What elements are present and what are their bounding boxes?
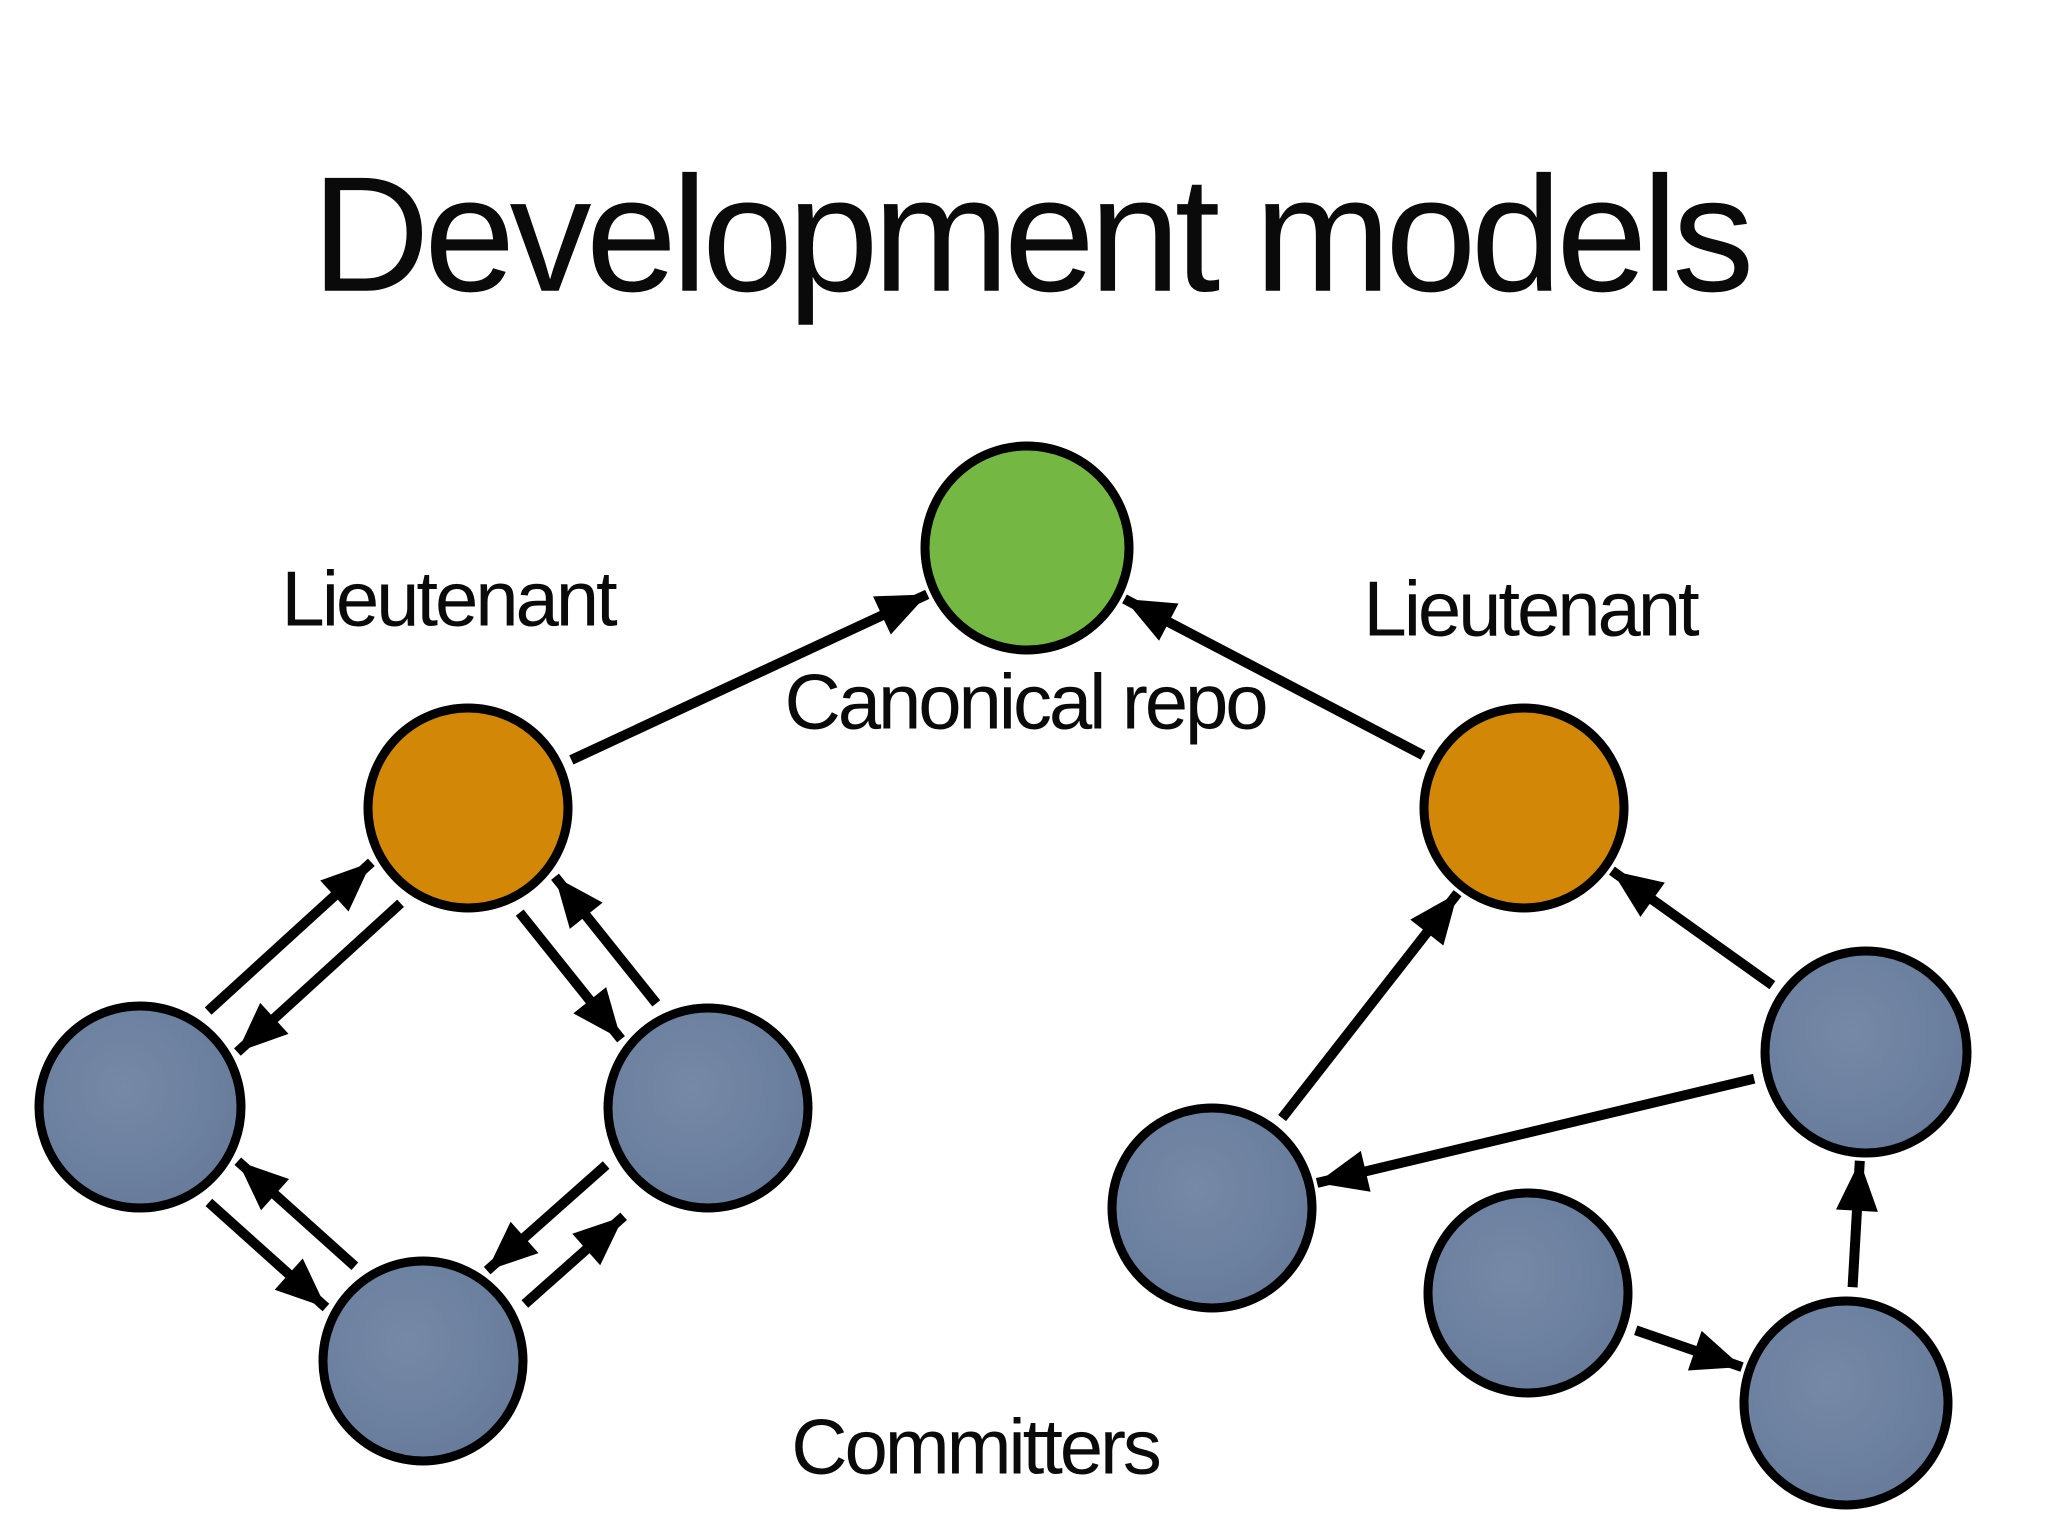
- node-committer-b3-committer-circle: [1760, 946, 1972, 1158]
- node-committer-a1-committer-circle: [34, 1001, 246, 1213]
- arrow-committer-a2-to-lieutenant-left: [551, 873, 661, 1007]
- arrow-committer-b4-to-committer-b3: [1835, 1160, 1878, 1288]
- node-committer-a3-committer-circle: [318, 1256, 528, 1466]
- arrow-committer-b3-to-lieutenant-right: [1609, 866, 1776, 990]
- arrow-committer-b2-to-committer-b4: [1634, 1325, 1744, 1372]
- arrow-committer-a3-to-committer-a2: [521, 1212, 627, 1308]
- lieutenant-left-label: Lieutenant: [281, 554, 617, 643]
- arrow-lieutenant-left-to-committer-a2: [515, 909, 625, 1043]
- arrow-committer-a1-to-lieutenant-left: [204, 858, 375, 1015]
- arrow-lieutenant-right-to-canonical: [1122, 594, 1426, 760]
- committers-label: Committers: [791, 1402, 1162, 1491]
- arrow-lieutenant-left-to-committer-a1: [234, 899, 404, 1056]
- arrow-committer-a2-to-committer-a3: [483, 1161, 610, 1275]
- arrow-committer-b3-to-committer-b1: [1315, 1073, 1756, 1192]
- node-canonical-canonical-repo-circle: [920, 441, 1134, 655]
- node-committer-b1-committer-circle: [1107, 1103, 1317, 1313]
- node-committer-b2-committer-circle: [1423, 1188, 1633, 1398]
- arrow-committer-b1-to-lieutenant-right: [1278, 890, 1462, 1122]
- node-committer-a2-committer-circle: [603, 1003, 813, 1213]
- slide-title: Development models: [311, 142, 1754, 326]
- canonical-repo-label: Canonical repo: [784, 657, 1269, 746]
- arrow-lieutenant-left-to-canonical: [569, 589, 930, 765]
- node-lieutenant-left-lieutenant-circle: [363, 703, 573, 913]
- arrow-committer-a1-to-committer-a3: [205, 1198, 330, 1312]
- arrow-committer-a3-to-committer-a1: [234, 1157, 359, 1270]
- node-lieutenant-right-lieutenant-circle: [1419, 703, 1629, 913]
- node-committer-b4-committer-circle: [1739, 1296, 1953, 1510]
- lieutenant-right-label: Lieutenant: [1363, 564, 1699, 653]
